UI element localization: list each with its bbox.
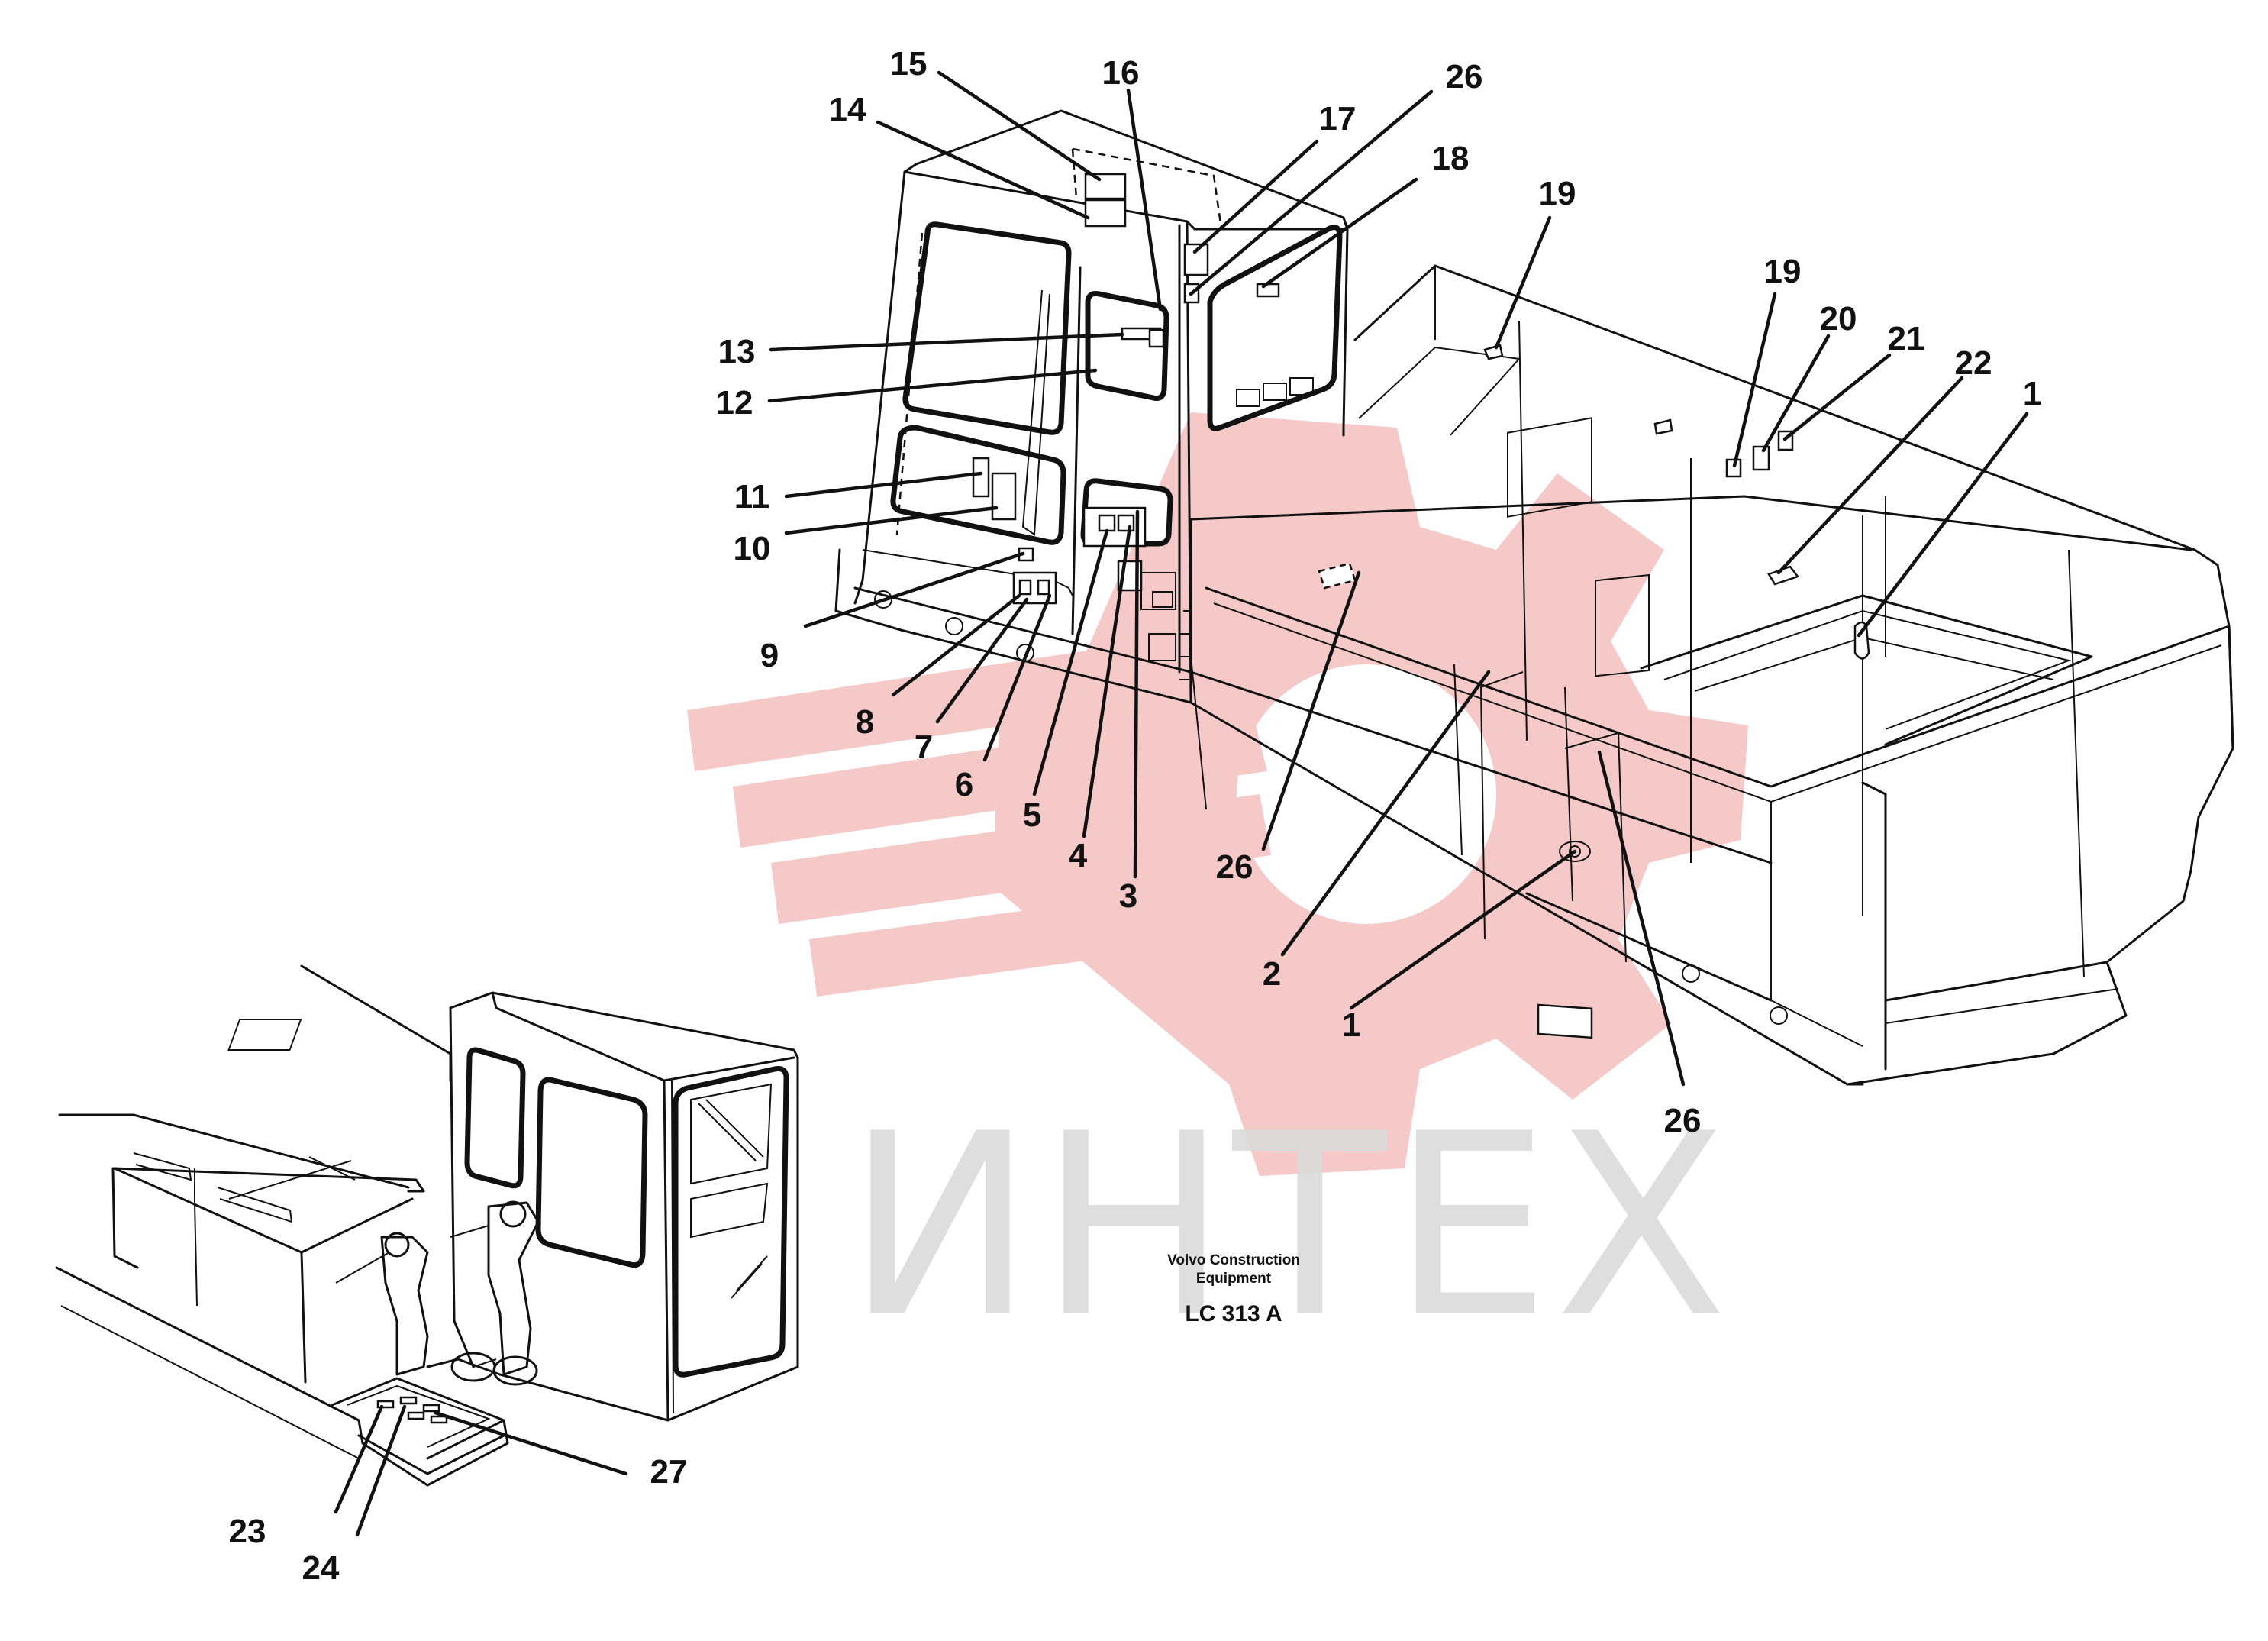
callout-label: 27 bbox=[650, 1453, 688, 1491]
callout-label: 14 bbox=[829, 91, 866, 128]
callout-label: 10 bbox=[734, 530, 771, 567]
callout-label: 26 bbox=[1216, 848, 1253, 886]
callout-label: 1 bbox=[1342, 1006, 1360, 1044]
upper-structure-drawing bbox=[834, 264, 2234, 1086]
callout-label: 1 bbox=[2023, 375, 2041, 412]
callout-label: 21 bbox=[1888, 320, 1925, 357]
callout-label: 7 bbox=[915, 728, 933, 766]
callout-labels: 15 14 16 17 26 18 19 19 20 21 22 1 13 12… bbox=[229, 45, 2042, 1587]
callout-label: 24 bbox=[302, 1549, 340, 1587]
caption-block: Volvo Construction Equipment LC 313 A bbox=[1167, 1252, 1300, 1326]
callout-label: 26 bbox=[1664, 1102, 1702, 1139]
callout-label: 9 bbox=[760, 637, 779, 674]
callout-label: 20 bbox=[1820, 300, 1857, 338]
watermark-text: ИНТЕХ bbox=[846, 1080, 1732, 1373]
callout-label: 22 bbox=[1955, 344, 1992, 382]
callout-leader-lines bbox=[334, 70, 2029, 1537]
watermark-gear-logo bbox=[687, 412, 1748, 1176]
callout-label: 23 bbox=[229, 1513, 266, 1550]
callout-label: 6 bbox=[955, 766, 973, 803]
callout-label: 8 bbox=[856, 703, 874, 741]
callout-label: 19 bbox=[1539, 175, 1576, 212]
callout-label: 13 bbox=[718, 333, 756, 370]
callout-label: 5 bbox=[1023, 796, 1041, 834]
callout-label: 26 bbox=[1446, 58, 1483, 95]
callout-label: 17 bbox=[1319, 100, 1357, 137]
caption-code: LC 313 A bbox=[1185, 1301, 1282, 1326]
callout-label: 19 bbox=[1764, 253, 1802, 290]
callout-label: 3 bbox=[1119, 877, 1137, 915]
inset-machine-drawing bbox=[55, 964, 799, 1487]
body-decals bbox=[1318, 344, 1870, 660]
callout-label: 2 bbox=[1263, 955, 1281, 993]
callout-label: 18 bbox=[1432, 140, 1470, 177]
caption-brand-line2: Equipment bbox=[1196, 1271, 1272, 1287]
callout-label: 15 bbox=[890, 45, 928, 82]
callout-label: 4 bbox=[1069, 837, 1088, 874]
caption-brand-line1: Volvo Construction bbox=[1167, 1252, 1300, 1268]
callout-label: 12 bbox=[716, 384, 753, 422]
callout-label: 16 bbox=[1102, 54, 1140, 92]
callout-label: 11 bbox=[734, 478, 770, 515]
